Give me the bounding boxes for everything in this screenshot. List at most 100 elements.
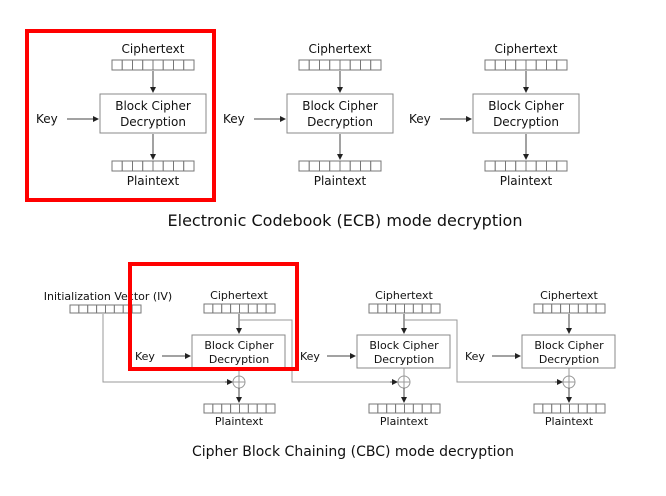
block-cell [69, 304, 80, 314]
ciphertext-label: Ciphertext [210, 289, 268, 302]
block-cipher-decryption-box [286, 93, 394, 134]
block-cell [111, 160, 123, 172]
block-cell [339, 59, 351, 71]
key-label: Key [135, 350, 155, 363]
block-cell [183, 160, 195, 172]
block-cell [212, 403, 223, 414]
block-cell [546, 160, 558, 172]
block-cell [203, 303, 214, 314]
plaintext-block [533, 403, 606, 414]
block-cipher-decryption-box [191, 334, 286, 369]
ciphertext-label: Ciphertext [495, 42, 558, 56]
block-cell [404, 303, 414, 314]
block-cell [121, 59, 133, 71]
ciphertext-block [368, 303, 441, 314]
cbc-caption: Cipher Block Chaining (CBC) mode decrypt… [192, 444, 514, 460]
ciphertext-block [298, 59, 382, 71]
block-cell [551, 303, 562, 314]
block-cell [142, 160, 154, 172]
block-cell [542, 403, 553, 414]
key-label: Key [36, 112, 58, 126]
block-cell [370, 59, 382, 71]
block-cell [395, 403, 405, 414]
block-cell [152, 160, 164, 172]
iv-block [69, 304, 142, 314]
plaintext-block [203, 403, 276, 414]
block-cell [556, 59, 568, 71]
block-cipher-decryption-box [521, 334, 616, 369]
block-cell [247, 403, 258, 414]
ciphertext-block [111, 59, 195, 71]
block-cell [113, 304, 124, 314]
block-cell [412, 403, 423, 414]
block-cell [370, 160, 382, 172]
block-cell [173, 160, 185, 172]
cipher-label-line2: Decryption [493, 115, 559, 129]
block-cipher-decryption-box [356, 334, 451, 369]
block-cell [239, 403, 249, 414]
block-cell [377, 403, 388, 414]
xor-icon [562, 375, 576, 389]
block-cell [577, 403, 588, 414]
block-cell [577, 303, 588, 314]
ciphertext-label: Ciphertext [540, 289, 598, 302]
block-cell [505, 59, 517, 71]
ciphertext-label: Ciphertext [375, 289, 433, 302]
block-cell [386, 303, 397, 314]
block-cell [111, 59, 123, 71]
block-cell [546, 59, 558, 71]
block-cell [152, 59, 164, 71]
block-cell [368, 303, 379, 314]
cipher-label-line2: Decryption [307, 115, 373, 129]
plaintext-label: Plaintext [545, 415, 594, 428]
cipher-label-line1: Block Cipher [115, 99, 191, 113]
block-cell [131, 304, 142, 314]
block-cell [142, 59, 154, 71]
block-cell [533, 303, 544, 314]
plaintext-block [111, 160, 195, 172]
cipher-label-line1: Block Cipher [369, 339, 439, 352]
cipher-label-line2: Decryption [539, 353, 599, 366]
block-cell [551, 403, 562, 414]
iv-label: Initialization Vector (IV) [44, 290, 172, 303]
block-cell [560, 403, 570, 414]
block-cell [586, 303, 597, 314]
block-cell [525, 59, 537, 71]
block-cell [298, 160, 310, 172]
ciphertext-label: Ciphertext [122, 42, 185, 56]
block-cell [239, 303, 249, 314]
block-cell [494, 160, 506, 172]
block-cell [412, 303, 423, 314]
block-cell [339, 160, 351, 172]
xor-icon [397, 375, 411, 389]
ciphertext-chain-line [404, 319, 561, 383]
block-cell [515, 160, 527, 172]
block-cell [556, 160, 568, 172]
block-cell [230, 403, 240, 414]
plaintext-block [298, 160, 382, 172]
block-cell [535, 160, 547, 172]
plaintext-label: Plaintext [215, 415, 264, 428]
block-cell [247, 303, 258, 314]
block-cell [203, 403, 214, 414]
cipher-label-line2: Decryption [120, 115, 186, 129]
block-cell [395, 303, 405, 314]
plaintext-label: Plaintext [380, 415, 429, 428]
block-cell [569, 303, 579, 314]
ecb-caption: Electronic Codebook (ECB) mode decryptio… [168, 211, 523, 230]
block-cell [212, 303, 223, 314]
block-cell [329, 59, 341, 71]
cipher-label-line1: Block Cipher [534, 339, 604, 352]
block-cell [430, 403, 441, 414]
block-cell [78, 304, 89, 314]
block-cell [162, 59, 174, 71]
cipher-label-line2: Decryption [374, 353, 434, 366]
block-cell [105, 304, 115, 314]
block-cell [319, 160, 331, 172]
block-cell [505, 160, 517, 172]
